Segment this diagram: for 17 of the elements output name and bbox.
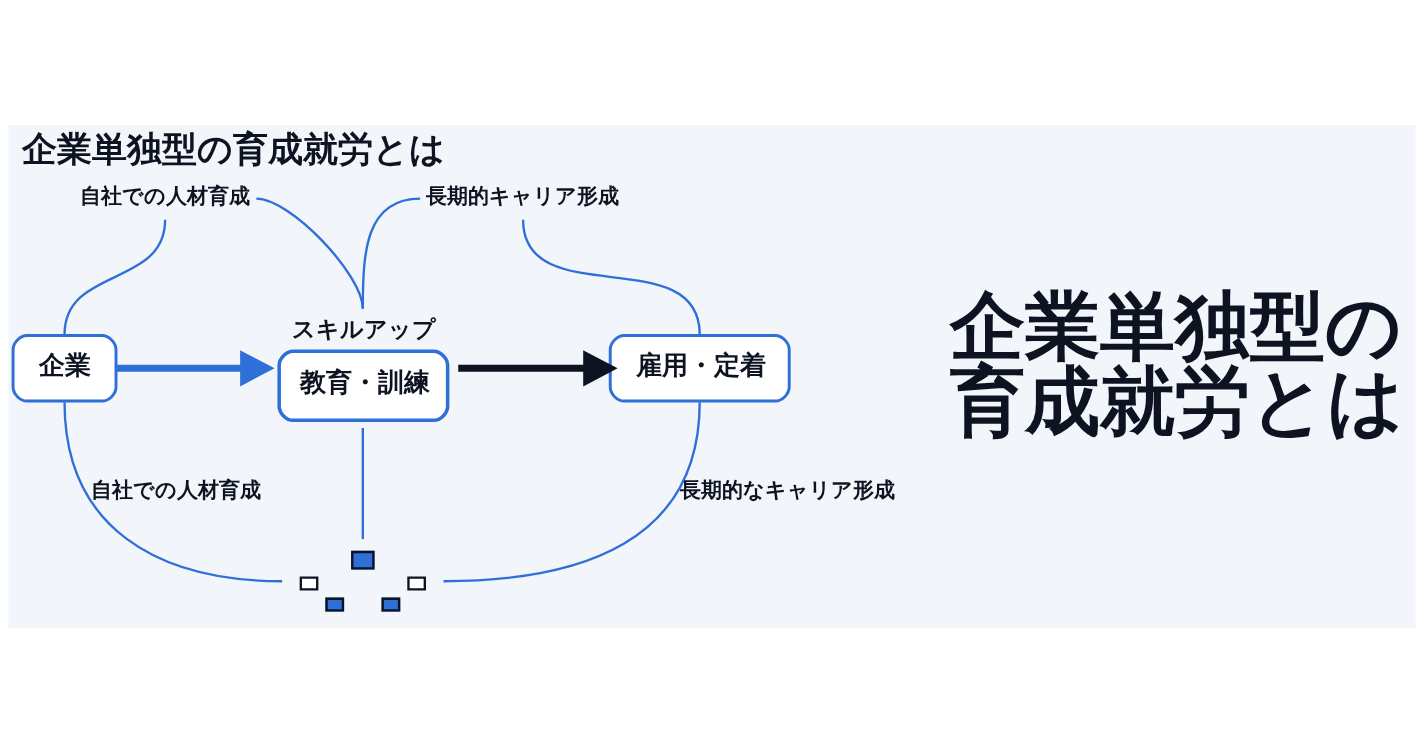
edge-label: 長期的なキャリア形成 (679, 476, 895, 502)
connector (361, 197, 421, 309)
connector (63, 219, 167, 335)
node-text: 自社での人材育成 (79, 182, 250, 208)
arrow (116, 349, 275, 386)
connector (443, 401, 701, 582)
label: 企業単独型の育成就労とは (950, 282, 1405, 445)
node-box: 雇用・定着 (608, 333, 791, 403)
connector (361, 427, 364, 539)
connector (63, 401, 283, 582)
diagram-title: 企業単独型の育成就労とは (22, 127, 446, 169)
node-box: 企業 (11, 333, 118, 403)
node-label: スキルアップ (292, 314, 437, 343)
node-text: 長期的キャリア形成 (425, 182, 619, 208)
connector (521, 219, 701, 335)
edge-label: 自社での人材育成 (91, 476, 262, 502)
connector (256, 197, 364, 309)
